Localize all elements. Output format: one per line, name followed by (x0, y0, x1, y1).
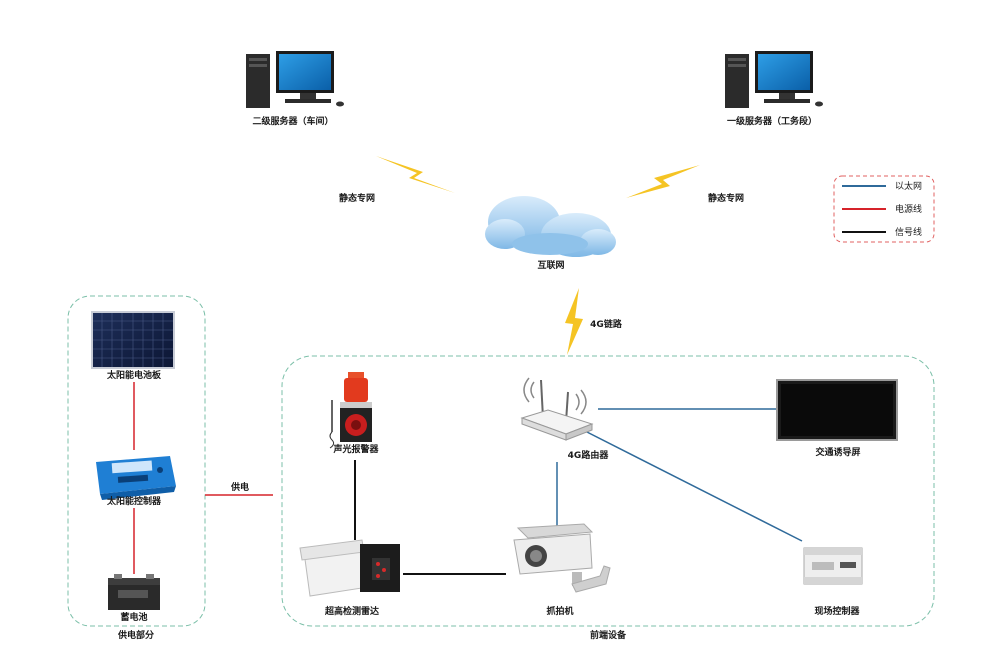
power-supply-label: 供电 (230, 481, 249, 493)
guide-screen-icon (776, 379, 898, 441)
solar-controller-icon (96, 456, 176, 500)
field-controller-label: 现场控制器 (814, 605, 860, 617)
radar-icon (299, 539, 400, 597)
battery-icon (108, 574, 160, 610)
lightning-right-icon (626, 165, 700, 198)
static-net-left-label: 静态专网 (339, 192, 375, 204)
camera-label: 抓拍机 (546, 605, 573, 617)
alarm-label: 声光报警器 (332, 443, 379, 455)
static-net-right-label: 静态专网 (708, 192, 744, 204)
alarm-icon (329, 372, 372, 449)
lightning-left-icon (376, 156, 455, 193)
guide-screen-label: 交通诱导屏 (815, 446, 860, 458)
internet-cloud-icon (485, 196, 616, 257)
link-4g-label: 4G链路 (590, 318, 623, 330)
radar-label: 超高检测雷达 (324, 605, 379, 617)
power-section-label: 供电部分 (117, 629, 154, 641)
server-primary-label: 一级服务器（工务段） (727, 115, 817, 127)
legend-box (833, 175, 935, 243)
legend-ethernet-label: 以太网 (895, 180, 922, 192)
server-primary-icon (725, 51, 823, 108)
ethernet-line-router-controller (582, 429, 803, 542)
legend-power-label: 电源线 (895, 203, 922, 215)
router-label: 4G路由器 (568, 449, 610, 461)
server-secondary-icon (246, 51, 344, 108)
server-secondary-label: 二级服务器（车间） (252, 115, 333, 127)
front-devices-label: 前端设备 (590, 629, 627, 641)
front-devices-region (281, 355, 935, 627)
solar-panel-label: 太阳能电池板 (106, 369, 162, 381)
lightning-4g-icon (565, 288, 583, 355)
field-controller-icon (803, 547, 863, 585)
solar-panel-icon (91, 311, 175, 369)
legend-signal-label: 信号线 (895, 226, 922, 238)
camera-icon (513, 523, 611, 593)
solar-controller-label: 太阳能控制器 (106, 495, 162, 507)
router-icon (520, 377, 594, 441)
battery-label: 蓄电池 (120, 611, 147, 623)
internet-label: 互联网 (537, 259, 564, 271)
